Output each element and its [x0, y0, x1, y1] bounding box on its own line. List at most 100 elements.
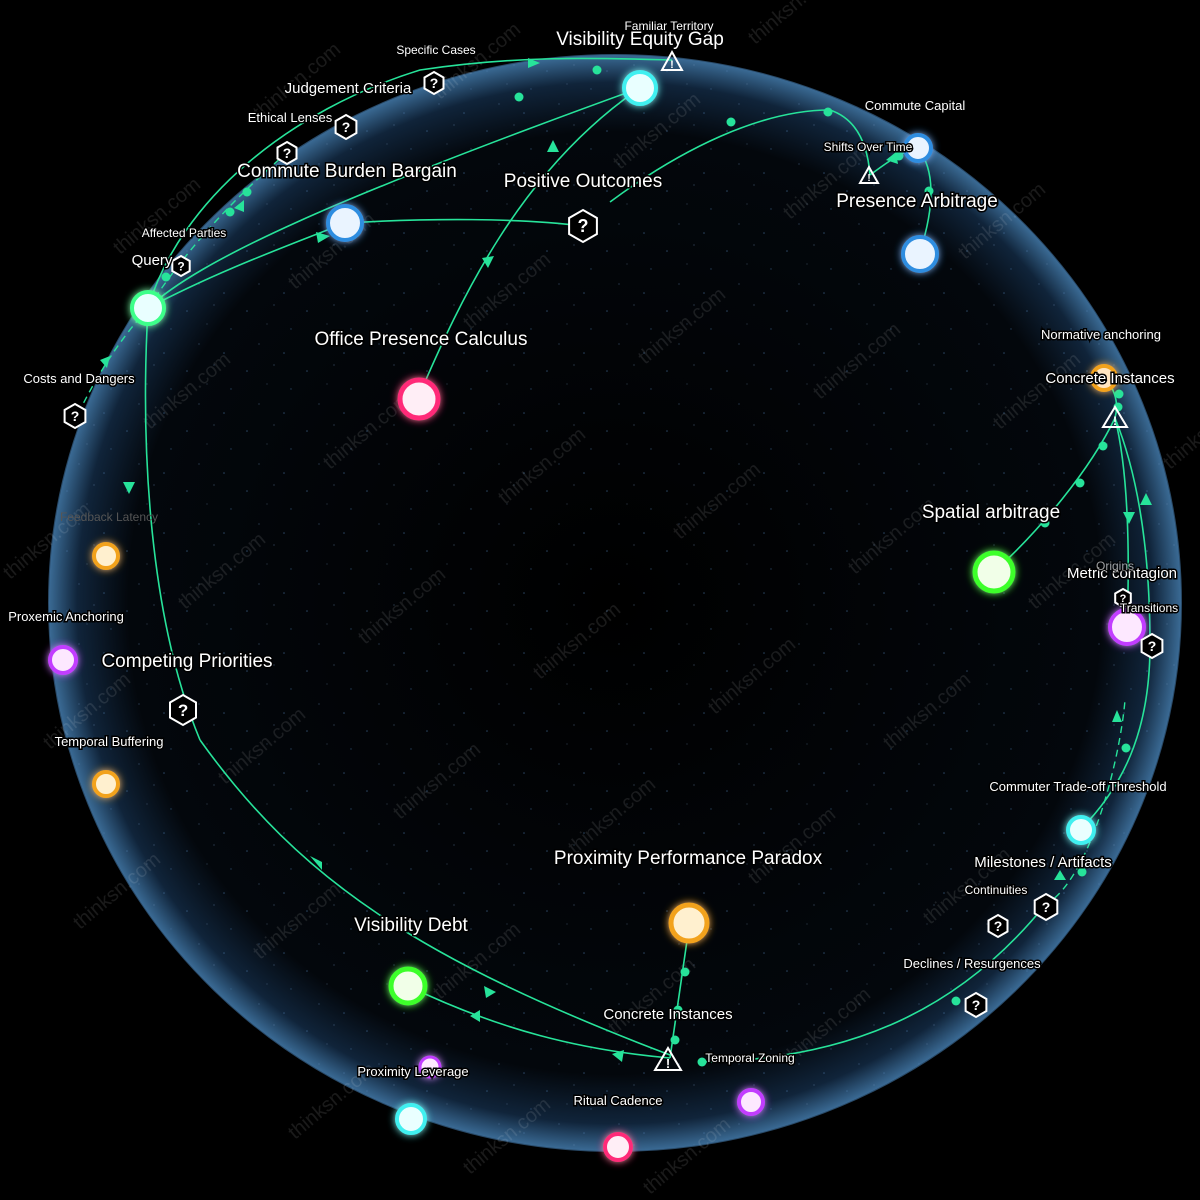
label-spatial-arbitrage: Spatial arbitrage — [922, 502, 1060, 523]
question-hex-icon[interactable]: ? — [987, 913, 1009, 939]
node-commute-burden-bargain[interactable] — [326, 204, 364, 242]
question-hex-icon[interactable]: ? — [169, 693, 197, 727]
label-query: Query — [132, 252, 173, 269]
label-milestones-artifacts: Milestones / Artifacts — [974, 854, 1112, 871]
node-temporal-buffering[interactable] — [92, 770, 120, 798]
question-hex-icon[interactable]: ? — [171, 254, 191, 278]
node-proximity-leverage-small[interactable] — [418, 1055, 442, 1079]
node-office-presence-calculus[interactable] — [397, 377, 441, 421]
node-proxemic-anchoring[interactable] — [48, 645, 78, 675]
label-proxemic-anchoring: Proxemic Anchoring — [8, 609, 124, 624]
warning-triangle-icon[interactable]: ! — [1101, 405, 1129, 428]
edge[interactable] — [199, 739, 671, 1056]
node-spatial-arbitrage[interactable] — [972, 550, 1016, 594]
edge[interactable] — [147, 57, 673, 309]
question-hex-icon[interactable]: ? — [568, 208, 598, 244]
warning-triangle-icon[interactable]: ! — [858, 164, 880, 184]
label-transitions: Transitions — [1120, 601, 1178, 615]
edge[interactable] — [609, 109, 871, 203]
edge-arrow — [1140, 493, 1152, 505]
label-visibility-equity-gap: Visibility Equity Gap — [556, 29, 724, 50]
edge[interactable] — [147, 149, 291, 309]
edge-dot — [592, 65, 602, 75]
edge[interactable] — [1114, 417, 1151, 646]
edge-arrow — [482, 256, 494, 268]
node-label-layer: Visibility Equity Gap Commute Capital Pr… — [7, 28, 1179, 1110]
edge-dot — [823, 107, 833, 117]
edge-dot — [225, 207, 235, 217]
node-presence-arbitrage[interactable] — [901, 235, 939, 273]
svg-text:?: ? — [1148, 638, 1157, 654]
label-ethical-lenses: Ethical Lenses — [248, 110, 333, 125]
edge[interactable] — [699, 904, 1046, 1063]
node-visibility-debt[interactable] — [388, 966, 428, 1006]
node-feedback-latency[interactable] — [92, 542, 120, 570]
edge[interactable] — [1079, 644, 1151, 831]
watermark: thinksn.com — [744, 0, 840, 49]
node-commuter-tradeoff-threshold[interactable] — [1066, 815, 1096, 845]
node-query-hub[interactable] — [130, 290, 166, 326]
question-hex-icon[interactable]: ? — [1033, 892, 1059, 922]
node-layer — [48, 70, 1146, 1162]
edge-arrow — [310, 856, 322, 870]
edge-dot — [514, 92, 524, 102]
node-visibility-equity-gap[interactable] — [622, 70, 658, 106]
label-concrete-instances-right: Concrete Instances — [1045, 370, 1174, 387]
svg-text:?: ? — [994, 918, 1003, 934]
node-proximity-performance-paradox[interactable] — [668, 902, 710, 944]
edge[interactable] — [144, 307, 201, 741]
label-familiar-territory: Familiar Territory — [624, 19, 713, 33]
label-office-presence-calculus: Office Presence Calculus — [315, 329, 528, 350]
label-concrete-instances-bottom: Concrete Instances — [603, 1006, 732, 1023]
edge[interactable] — [993, 417, 1116, 573]
edge-arrow — [1112, 710, 1122, 722]
edge-dot — [680, 967, 690, 977]
node-ritual-cadence[interactable] — [603, 1132, 633, 1162]
question-hex-icon[interactable]: ? — [423, 70, 445, 96]
edge-dot — [1075, 478, 1085, 488]
question-hex-icon[interactable]: ? — [63, 402, 87, 430]
edge-dot — [697, 1057, 707, 1067]
label-affected-parties: Affected Parties — [142, 226, 227, 240]
edge-arrow — [123, 482, 135, 494]
warning-triangle-icon[interactable]: ! — [653, 1046, 683, 1071]
question-hex-icon[interactable]: ? — [276, 140, 298, 166]
svg-text:!: ! — [666, 1056, 670, 1071]
node-proximity-leverage[interactable] — [395, 1103, 427, 1135]
label-competing-priorities: Competing Priorities — [101, 651, 272, 672]
warning-triangle-icon[interactable]: ! — [660, 49, 684, 71]
svg-text:!: ! — [670, 59, 674, 71]
edge-dot — [242, 187, 252, 197]
question-hex-icon[interactable]: ? — [1140, 632, 1164, 660]
svg-text:?: ? — [178, 701, 188, 720]
label-shifts-over-time: Shifts Over Time — [824, 140, 913, 154]
edge[interactable] — [147, 222, 346, 309]
edge[interactable] — [417, 87, 641, 399]
label-feedback-latency: Feedback Latency — [60, 510, 158, 524]
question-hex-icon[interactable]: ? — [964, 991, 988, 1019]
node-temporal-zoning[interactable] — [737, 1088, 765, 1116]
edge[interactable] — [407, 985, 671, 1059]
question-hex-icon[interactable]: ? — [1114, 587, 1132, 609]
edge-dot — [1077, 867, 1087, 877]
edge-dot — [726, 117, 736, 127]
label-commute-capital: Commute Capital — [865, 98, 966, 113]
node-concrete-instances-right[interactable] — [1090, 364, 1118, 392]
label-ritual-cadence: Ritual Cadence — [574, 1093, 663, 1108]
label-presence-arbitrage: Presence Arbitrage — [836, 191, 998, 212]
node-metric-contagion[interactable] — [1108, 608, 1146, 646]
node-commute-capital[interactable] — [903, 133, 933, 163]
edge-arrow — [1054, 870, 1066, 880]
svg-text:?: ? — [578, 216, 589, 236]
edge-dot — [894, 151, 904, 161]
edge[interactable] — [344, 218, 584, 227]
edge-dot — [951, 996, 961, 1006]
question-hex-icon[interactable]: ? — [334, 113, 358, 141]
label-metric-contagion: Metric contagion — [1067, 565, 1177, 582]
edge-arrow — [316, 232, 330, 243]
edge-arrow — [100, 356, 110, 368]
edge-arrow — [547, 140, 559, 152]
label-specific-cases: Specific Cases — [396, 43, 475, 57]
edge-dot — [673, 1005, 683, 1015]
edge[interactable] — [147, 87, 641, 309]
